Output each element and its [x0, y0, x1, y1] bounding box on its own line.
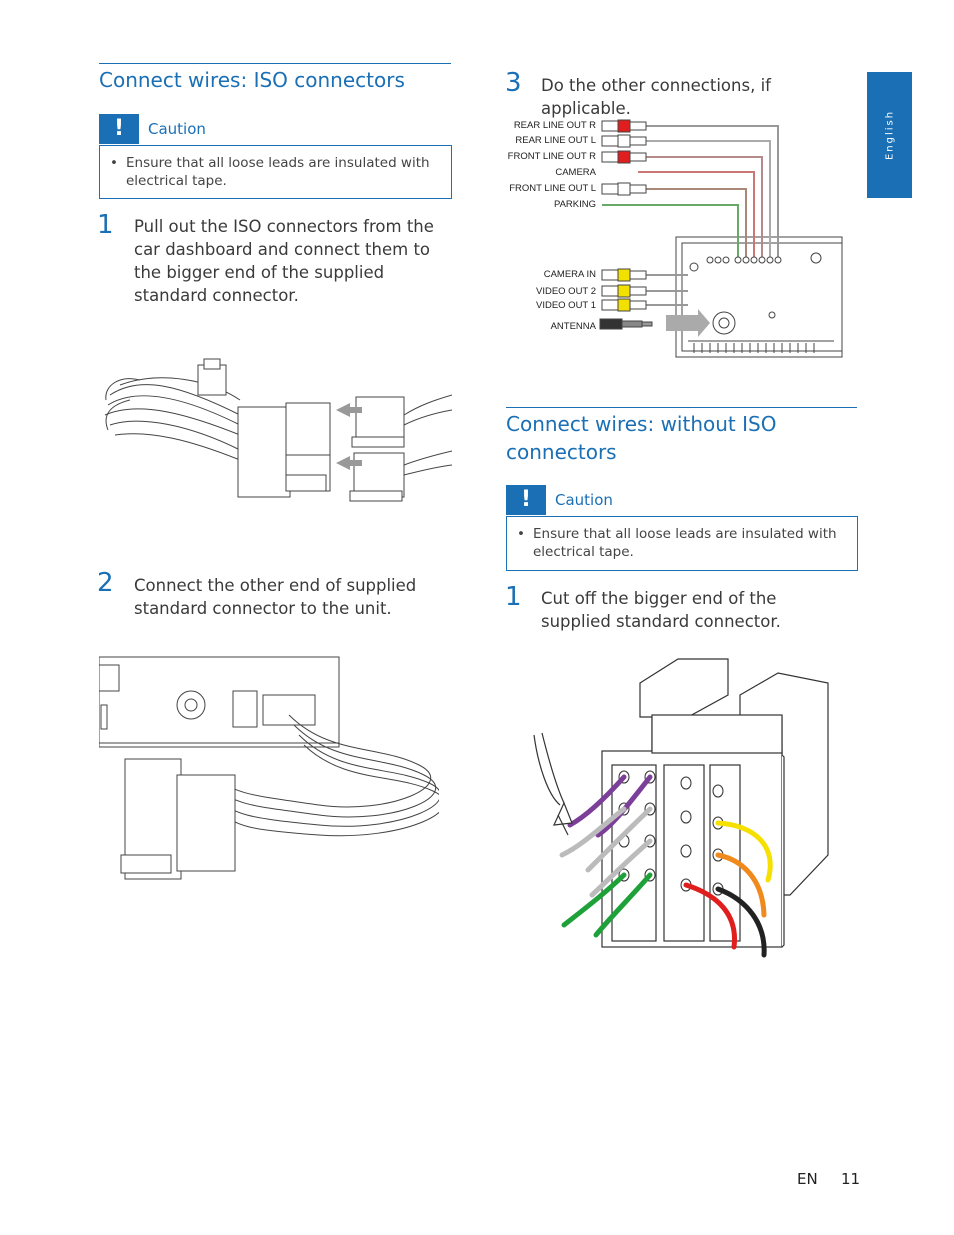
caution-header-left: ! Caution — [99, 114, 451, 144]
connector-label: REAR LINE OUT L — [515, 135, 596, 146]
connector-label: VIDEO OUT 2 — [535, 286, 596, 297]
bullet-icon: • — [517, 526, 525, 542]
connector-label: FRONT LINE OUT R — [507, 151, 596, 162]
connector-label: PARKING — [553, 199, 596, 210]
cut-connector-illustration — [533, 658, 829, 958]
caution-box-right: • Ensure that all loose leads are insula… — [506, 516, 858, 571]
caution-icon: ! — [506, 485, 546, 515]
step-text: Cut off the bigger end of the supplied s… — [541, 589, 781, 631]
connector-label: REAR LINE OUT R — [513, 120, 596, 131]
page-number: 11 — [841, 1170, 861, 1188]
connector-label: FRONT LINE OUT L — [509, 183, 596, 194]
connector-label: ANTENNA — [550, 321, 596, 332]
step-text: Pull out the ISO connectors from the car… — [134, 217, 434, 305]
connector-label: CAMERA IN — [543, 269, 596, 280]
language-label: English — [884, 109, 895, 161]
caution-box-left: • Ensure that all loose leads are insula… — [99, 145, 452, 199]
caution-text: Ensure that all loose leads are insulate… — [126, 155, 430, 189]
iso-connector-illustration — [104, 358, 452, 502]
step-number: 1 — [505, 582, 522, 612]
step-text: Do the other connections, if applicable. — [541, 76, 771, 118]
bullet-icon: • — [110, 155, 118, 171]
step-number: 1 — [97, 210, 114, 240]
language-tab: English — [867, 72, 912, 198]
unit-connection-illustration — [99, 656, 439, 880]
section-title-no-iso: Connect wires: without ISO connectors — [506, 407, 857, 466]
caution-text: Ensure that all loose leads are insulate… — [533, 526, 837, 560]
caution-icon: ! — [99, 114, 139, 144]
caution-header-right: ! Caution — [506, 485, 857, 515]
step-number: 2 — [97, 568, 114, 598]
connector-label: CAMERA — [555, 167, 596, 178]
section-title-iso: Connect wires: ISO connectors — [99, 63, 451, 94]
caution-label: Caution — [148, 120, 206, 138]
footer-lang: EN — [797, 1170, 818, 1188]
connector-label: VIDEO OUT 1 — [535, 300, 596, 311]
step-text: Connect the other end of supplied standa… — [134, 576, 417, 618]
caution-label: Caution — [555, 491, 613, 509]
rear-connections-diagram — [599, 119, 843, 358]
step-number: 3 — [505, 68, 522, 98]
